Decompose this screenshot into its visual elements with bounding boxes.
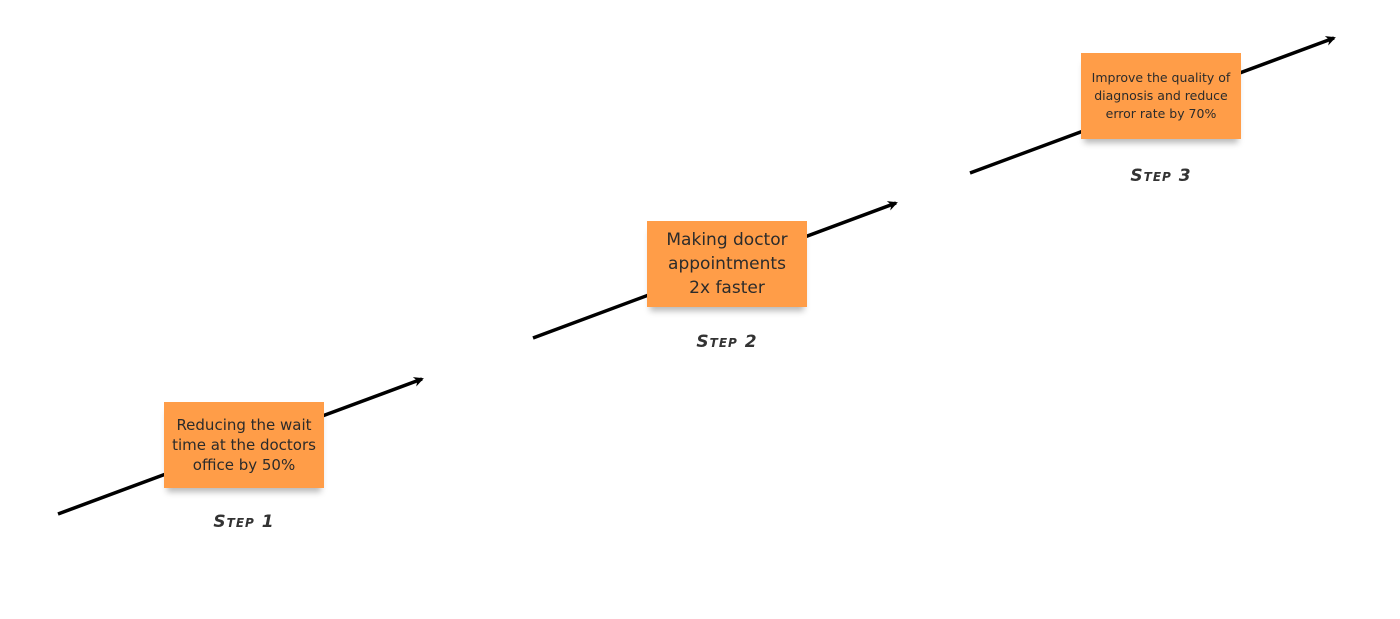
sticky-note-text: Reducing the wait time at the doctors of… (172, 415, 316, 475)
step-label-3: Step 3 (1130, 166, 1192, 186)
step-label-2: Step 2 (696, 332, 758, 352)
sticky-note-text: Improve the quality of diagnosis and red… (1091, 69, 1231, 122)
step-label-1: Step 1 (213, 512, 275, 532)
sticky-note-step-1[interactable]: Reducing the wait time at the doctors of… (164, 402, 324, 488)
sticky-note-step-3[interactable]: Improve the quality of diagnosis and red… (1081, 53, 1241, 139)
sticky-note-text: Making doctor appointments 2x faster (666, 229, 788, 299)
sticky-note-step-2[interactable]: Making doctor appointments 2x faster (647, 221, 807, 307)
